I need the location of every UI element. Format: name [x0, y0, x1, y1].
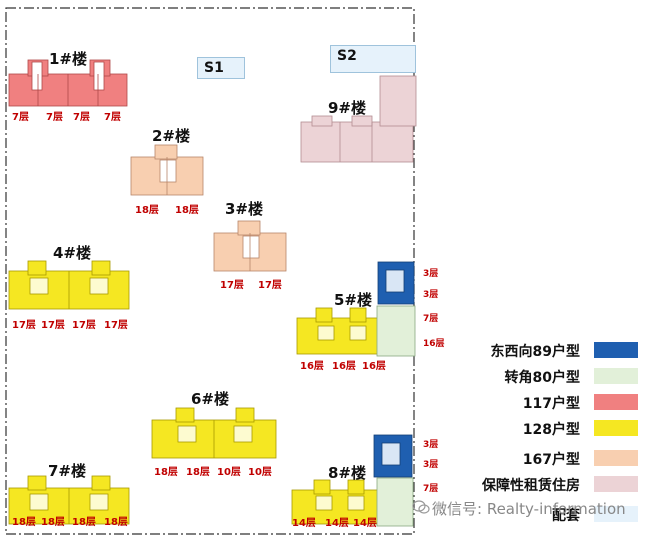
floor-label: 7层: [73, 112, 90, 123]
floor-label: 10层: [248, 467, 272, 478]
watermark-text: 微信号: Realty-information: [432, 500, 626, 518]
legend-item: 167户型: [460, 447, 650, 469]
legend-label: 保障性租赁住房: [482, 478, 580, 494]
floor-label: 17层: [104, 320, 128, 331]
floor-label: 7层: [104, 112, 121, 123]
floor-label: 3层: [423, 460, 439, 470]
legend-item: 128户型: [460, 417, 650, 439]
legend-label: 117户型: [522, 396, 580, 412]
floor-label: 16层: [423, 339, 445, 349]
building-2-name: 2#楼: [152, 127, 191, 145]
legend-item: 配套: [460, 503, 650, 525]
legend-swatch: [594, 476, 638, 492]
legend-swatch: [594, 394, 638, 410]
building-8-shape: [291, 434, 414, 527]
legend-item: 东西向89户型: [460, 339, 650, 361]
floor-label: 16层: [300, 361, 324, 372]
wechat-icon: [412, 500, 430, 514]
building-3-name: 3#楼: [225, 200, 264, 218]
watermark: 微信号: Realty-information: [432, 498, 626, 519]
floor-label: 18层: [175, 205, 199, 216]
floor-label: 14层: [325, 518, 349, 529]
legend-swatch: [594, 450, 638, 466]
legend-item: 保障性租赁住房: [460, 473, 650, 495]
legend-swatch: [594, 506, 638, 522]
building-1-name: 1#楼: [49, 50, 88, 68]
floor-label: 14层: [353, 518, 377, 529]
floor-label: 3层: [423, 440, 439, 450]
building-2-shape: [130, 144, 204, 196]
floor-label: 7层: [12, 112, 29, 123]
floor-label: 16层: [332, 361, 356, 372]
legend-label: 167户型: [522, 452, 580, 468]
service-building-s2-label: S2: [337, 48, 357, 64]
floor-label: 17层: [12, 320, 36, 331]
floor-label: 7层: [423, 484, 439, 494]
floor-label: 17层: [258, 280, 282, 291]
floor-label: 17层: [41, 320, 65, 331]
building-6-shape: [151, 407, 277, 459]
legend-item: 转角80户型: [460, 365, 650, 387]
building-5-name: 5#楼: [334, 291, 373, 309]
legend-item: 117户型: [460, 391, 650, 413]
floor-label: 7层: [46, 112, 63, 123]
floor-label: 17层: [72, 320, 96, 331]
building-4-name: 4#楼: [53, 244, 92, 262]
floor-label: 3层: [423, 269, 439, 279]
service-building-s1: S1: [197, 57, 245, 79]
service-building-s2: S2: [330, 45, 416, 73]
legend-label: 转角80户型: [504, 370, 580, 386]
building-6-name: 6#楼: [191, 390, 230, 408]
legend-swatch: [594, 368, 638, 384]
building-7-name: 7#楼: [48, 462, 87, 480]
building-1-shape: [8, 59, 128, 107]
floor-label: 10层: [217, 467, 241, 478]
floor-label: 17层: [220, 280, 244, 291]
floor-label: 18层: [135, 205, 159, 216]
floor-label: 18层: [104, 517, 128, 528]
floor-label: 18层: [72, 517, 96, 528]
floor-label: 7层: [423, 314, 439, 324]
floor-label: 14层: [292, 518, 316, 529]
building-3-shape: [213, 220, 287, 272]
floor-label: 3层: [423, 290, 439, 300]
floor-label: 18层: [12, 517, 36, 528]
service-building-s1-label: S1: [204, 60, 224, 76]
legend-label: 东西向89户型: [490, 344, 580, 360]
building-8-name: 8#楼: [328, 464, 367, 482]
floor-label: 18层: [154, 467, 178, 478]
floor-label: 18层: [186, 467, 210, 478]
legend-swatch: [594, 342, 638, 358]
building-4-shape: [8, 260, 130, 310]
legend-label: 配套: [552, 508, 580, 524]
floor-label: 16层: [362, 361, 386, 372]
building-7-shape: [8, 475, 130, 525]
legend-swatch: [594, 420, 638, 436]
building-5-shape: [296, 261, 416, 357]
legend-label: 128户型: [522, 422, 580, 438]
building-9-shape: [300, 75, 417, 163]
floor-label: 18层: [41, 517, 65, 528]
building-9-name: 9#楼: [328, 99, 367, 117]
